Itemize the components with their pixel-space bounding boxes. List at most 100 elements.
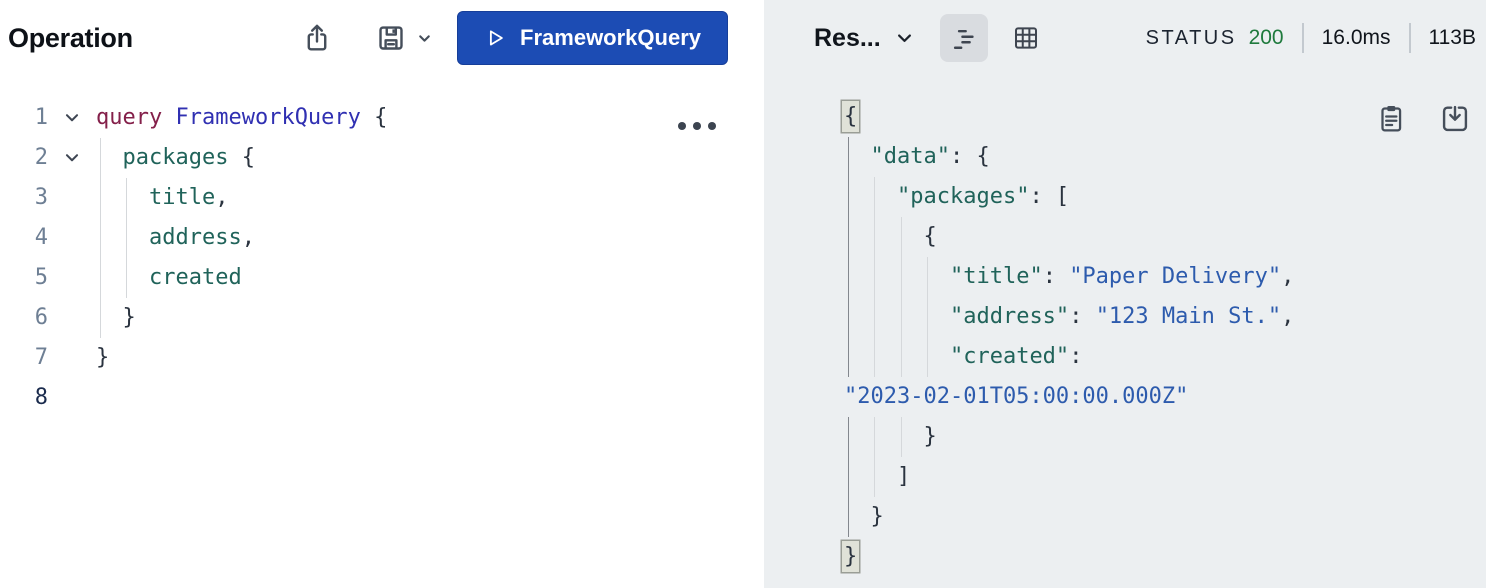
indent-guide (927, 297, 929, 337)
response-json-viewer: { "data": { "packages": [ { "title": "Pa… (764, 76, 1486, 588)
json-view-toggle[interactable] (939, 14, 988, 62)
code-text: } (842, 537, 1486, 577)
fold-gutter-spacer (48, 178, 96, 218)
code-text: query FrameworkQuery { (96, 105, 388, 130)
copy-response-button[interactable] (1374, 102, 1408, 136)
response-duration: 16.0ms (1321, 26, 1391, 49)
code-text (96, 378, 764, 418)
indent-guide (900, 297, 902, 337)
fold-gutter-spacer (48, 298, 96, 338)
operation-actions: FrameworkQuery (300, 11, 728, 65)
response-actions (1374, 102, 1472, 136)
indent-guide (874, 457, 876, 497)
response-status-bar: STATUS 200 16.0ms 113B (1146, 23, 1478, 53)
save-button[interactable] (374, 21, 408, 55)
response-code-line: "title": "Paper Delivery", (764, 257, 1486, 297)
divider (1408, 23, 1411, 53)
save-options-button[interactable] (416, 30, 433, 47)
editor-code-line[interactable]: 3 title, (0, 178, 764, 218)
code-text: } (844, 417, 1486, 457)
table-icon (1011, 23, 1041, 53)
indent-guide (848, 297, 849, 337)
line-number: 8 (34, 385, 48, 410)
indent-guide (900, 417, 902, 457)
response-code-line: "address": "123 Main St.", (764, 297, 1486, 337)
indent-guide (126, 218, 128, 258)
save-control (374, 21, 433, 55)
fold-gutter-spacer (48, 218, 96, 258)
play-icon (484, 27, 506, 49)
code-text: } (96, 298, 764, 338)
editor-code-line[interactable]: 4 address, (0, 218, 764, 258)
operation-panel: Operation (0, 0, 764, 588)
code-text: address, (96, 218, 764, 258)
response-panel: Res... (764, 0, 1486, 588)
status-code-badge: 200 (1248, 26, 1284, 49)
response-code-line: { (764, 217, 1486, 257)
chevron-down-icon (895, 29, 914, 48)
line-number: 5 (34, 265, 48, 290)
status-label: STATUS (1145, 26, 1237, 49)
editor-code-line[interactable]: 7} (0, 338, 764, 378)
indent-guide (848, 217, 849, 257)
fold-chevron-icon[interactable] (48, 98, 96, 138)
indent-guide (100, 138, 101, 178)
indent-guide (874, 417, 876, 457)
indent-guide (848, 497, 849, 537)
indent-guide (848, 457, 849, 497)
editor-code-line[interactable]: 6 } (0, 298, 764, 338)
code-text: title, (96, 178, 764, 218)
chevron-down-icon (416, 30, 433, 47)
response-header: Res... (764, 0, 1486, 76)
indent-guide (900, 257, 902, 297)
response-selector-dropdown[interactable]: Res... (814, 24, 914, 53)
indent-guide (126, 258, 128, 298)
indent-guide (874, 337, 876, 377)
indent-guide (100, 298, 101, 338)
run-button-label: FrameworkQuery (520, 25, 701, 50)
indent-guide (100, 218, 101, 258)
indent-guide (874, 297, 876, 337)
code-text: created (96, 258, 764, 298)
code-text: } (844, 497, 1486, 537)
code-text: "title": "Paper Delivery", (844, 257, 1486, 297)
indent-guide (100, 178, 101, 218)
panel-title: Operation (8, 22, 133, 53)
indent-guide (848, 417, 849, 457)
code-text: "created": (844, 337, 1486, 377)
code-text: "address": "123 Main St.", (844, 297, 1486, 337)
more-options-button[interactable] (674, 118, 720, 134)
save-icon (374, 21, 408, 55)
indent-guide (100, 258, 101, 298)
code-text: packages { (96, 138, 764, 178)
code-text: ] (844, 457, 1486, 497)
code-text: "packages": [ (844, 177, 1486, 217)
fold-chevron-icon[interactable] (48, 138, 96, 178)
editor-code-line[interactable]: 8 (0, 378, 764, 418)
response-code-line: "data": { (764, 137, 1486, 177)
response-code-line: } (764, 497, 1486, 537)
code-text: { (842, 97, 1486, 137)
line-number: 3 (34, 185, 48, 210)
line-number: 4 (34, 225, 48, 250)
indent-guide (848, 337, 849, 377)
response-code-line: ] (764, 457, 1486, 497)
indent-guide (848, 257, 849, 297)
response-code-line: "packages": [ (764, 177, 1486, 217)
fold-gutter-spacer (48, 378, 96, 418)
fold-gutter-spacer (48, 258, 96, 298)
run-operation-button[interactable]: FrameworkQuery (457, 11, 728, 65)
code-text: "2023-02-01T05:00:00.000Z" (844, 384, 1189, 409)
editor-code-line[interactable]: 5 created (0, 258, 764, 298)
fold-gutter-spacer (48, 338, 96, 378)
download-response-button[interactable] (1438, 102, 1472, 136)
response-selector-label: Res... (814, 23, 881, 52)
response-code-line: } (764, 537, 1486, 577)
formatted-text-icon (950, 25, 977, 52)
table-view-toggle[interactable] (1002, 14, 1050, 62)
share-button[interactable] (300, 21, 334, 55)
operation-header: Operation (0, 0, 764, 76)
editor-code-line[interactable]: 2 packages { (0, 138, 764, 178)
